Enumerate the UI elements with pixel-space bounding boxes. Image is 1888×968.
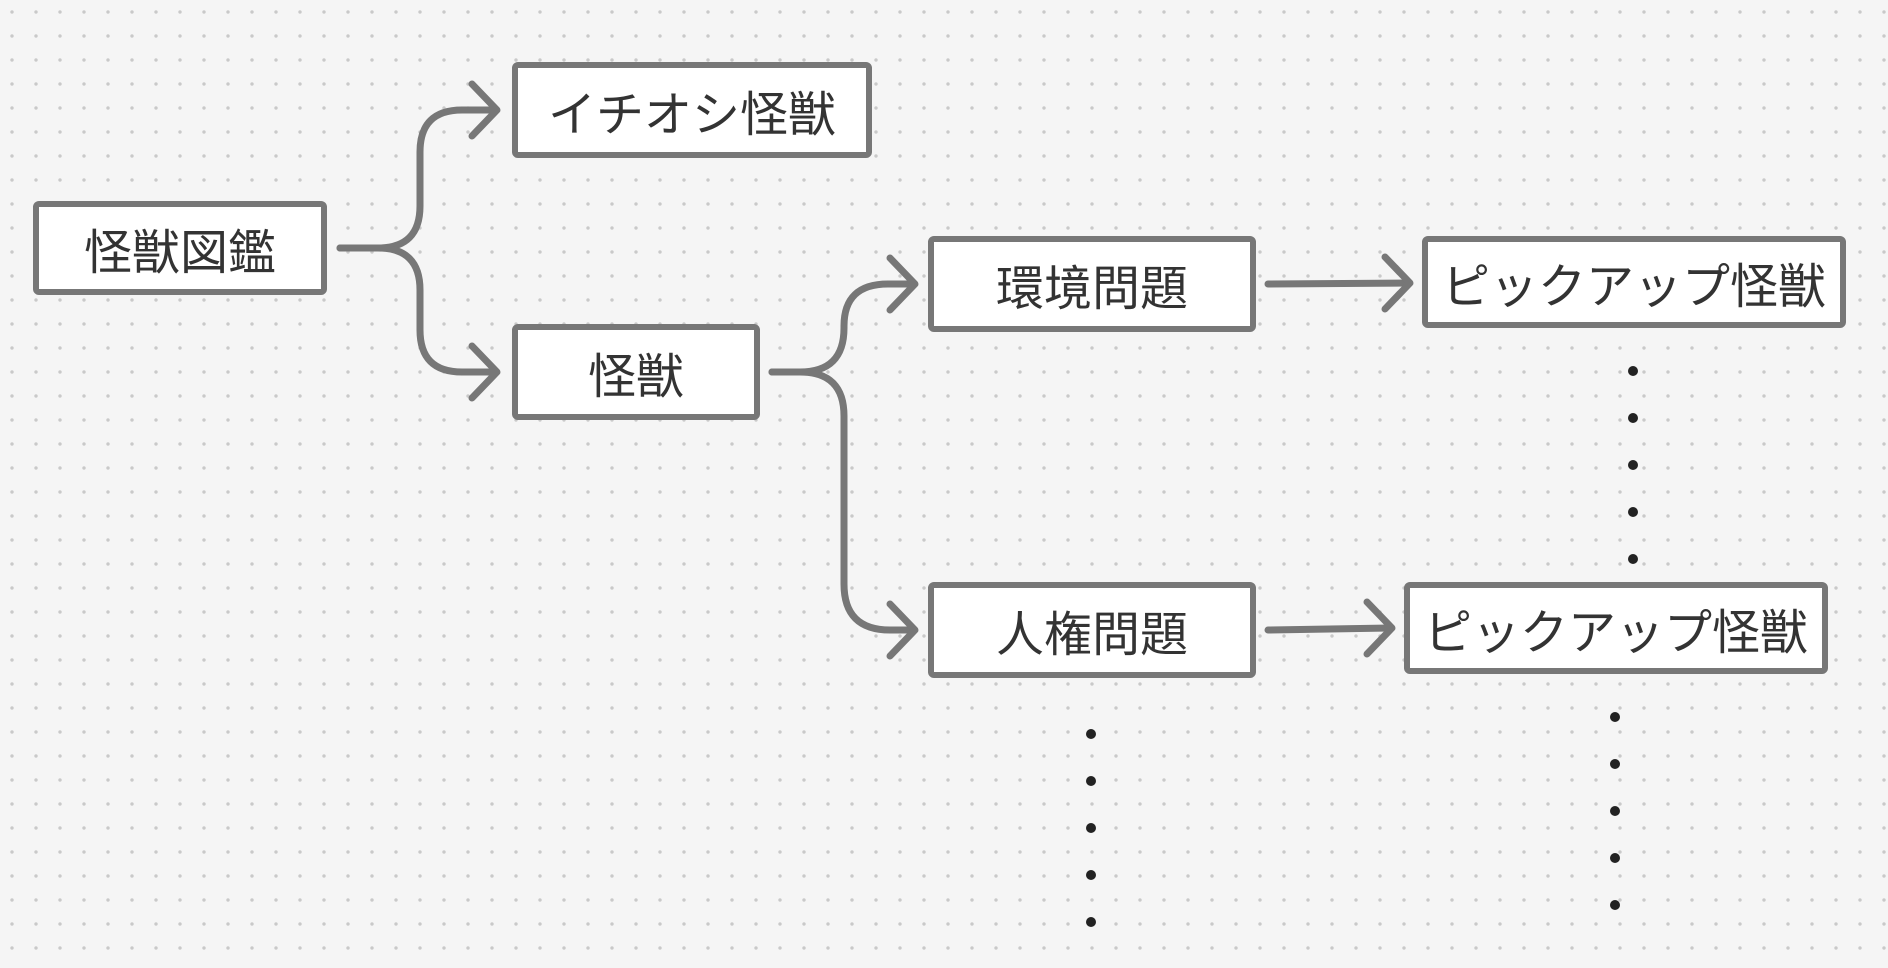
ellipsis-dot <box>1610 759 1620 769</box>
ellipsis-dot <box>1610 900 1620 910</box>
edge-human-rights-to-pickup <box>1264 624 1394 634</box>
ellipsis-dot <box>1086 776 1096 786</box>
ellipsis-dot <box>1628 460 1638 470</box>
node-environment[interactable]: 環境問題 <box>928 236 1256 332</box>
ellipsis-dot <box>1086 823 1096 833</box>
arrowhead-featured <box>468 80 501 140</box>
edge-root-to-featured <box>336 106 499 252</box>
node-featured[interactable]: イチオシ怪獣 <box>512 62 872 158</box>
node-kaiju[interactable]: 怪獣 <box>512 324 760 420</box>
edge-root-to-kaiju <box>336 244 499 376</box>
ellipsis-dot <box>1086 917 1096 927</box>
node-root[interactable]: 怪獣図鑑 <box>33 201 327 295</box>
ellipsis-dot <box>1086 870 1096 880</box>
edge-environment-to-pickup <box>1264 279 1412 288</box>
edge-kaiju-to-human-rights <box>768 368 917 634</box>
node-human-rights[interactable]: 人権問題 <box>928 582 1256 678</box>
ellipsis-dot <box>1628 366 1638 376</box>
edge-kaiju-to-environment <box>768 280 917 376</box>
ellipsis-dot <box>1610 853 1620 863</box>
arrowhead-human-rights <box>886 600 919 660</box>
ellipsis-dot <box>1610 806 1620 816</box>
ellipsis-dot <box>1610 712 1620 722</box>
ellipsis-dot <box>1628 413 1638 423</box>
arrowhead-kaiju <box>468 342 501 402</box>
node-pickup-human-rights[interactable]: ピックアップ怪獣 <box>1404 582 1828 674</box>
ellipsis-dot <box>1086 729 1096 739</box>
node-pickup-environment[interactable]: ピックアップ怪獣 <box>1422 236 1846 328</box>
ellipsis-dot <box>1628 507 1638 517</box>
arrowhead-environment <box>886 254 919 314</box>
arrowhead-pickup-hr <box>1363 598 1396 658</box>
ellipsis-dot <box>1628 554 1638 564</box>
arrowhead-pickup-env <box>1381 253 1414 313</box>
